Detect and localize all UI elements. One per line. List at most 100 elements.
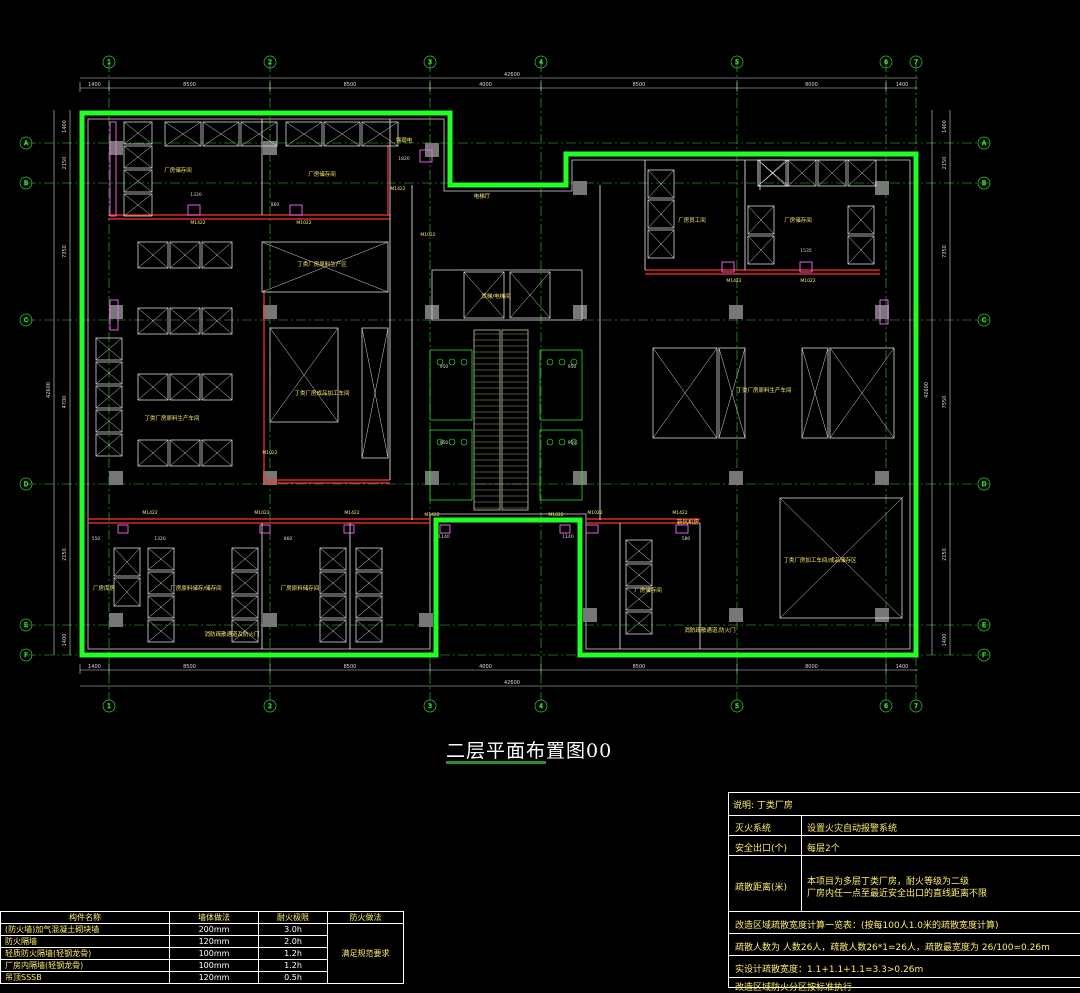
door-tag: M1022 <box>548 512 563 518</box>
axis-letter: A <box>24 140 29 147</box>
storage-rack-cross <box>757 159 787 187</box>
door <box>675 524 689 534</box>
axis-bubble <box>909 699 923 713</box>
storage-rack <box>95 361 123 385</box>
equipment-block <box>652 347 718 439</box>
storage-rack-cross <box>319 595 347 619</box>
notes-key: 灭火系统 <box>735 824 772 834</box>
dim-total: 42600 <box>924 382 930 398</box>
axis-bubble <box>977 136 991 150</box>
axis-bubble <box>879 55 893 69</box>
axis-number: 3 <box>428 59 432 66</box>
axis-letter: C <box>24 317 28 324</box>
room-label: 厂房员工间 <box>678 216 706 224</box>
legend-fire: 2.0h <box>258 935 328 948</box>
dim-tag: 950 <box>440 440 449 446</box>
legend-name: 轻质防火隔墙(轻钢龙骨) <box>0 947 170 960</box>
axis-letter: F <box>982 652 986 659</box>
equipment-block-cross <box>269 327 339 423</box>
storage-rack <box>231 595 259 619</box>
storage-rack-cross <box>137 241 169 269</box>
legend-name: 厂房内隔墙(轻钢龙骨) <box>0 959 170 972</box>
fixture <box>570 438 578 446</box>
dim-tag: 1820 <box>398 156 410 162</box>
axis-bubble <box>19 648 33 662</box>
dim-tag: 950 <box>568 364 577 370</box>
dim-text: 7550 <box>942 396 948 409</box>
axis-number: 5 <box>735 59 739 66</box>
axis-bubble <box>263 699 277 713</box>
axis-bubble <box>977 648 991 662</box>
axis-bubble <box>19 618 33 632</box>
storage-rack-cross <box>123 169 153 193</box>
notes-row: 实设计疏散宽度：1.1+1.1+1.1=3.3>0.26m <box>729 955 1080 975</box>
room-label: 厂房库房 <box>93 584 116 592</box>
storage-rack <box>137 373 169 401</box>
storage-rack-cross <box>787 159 817 187</box>
dim-tag: 550 <box>92 536 101 542</box>
storage-rack-cross <box>202 121 240 147</box>
fixture <box>570 358 578 366</box>
room-label: 丁类厂房原料生产区 <box>297 260 347 268</box>
storage-rack <box>319 595 347 619</box>
axis-number: 7 <box>914 59 918 66</box>
storage-rack <box>355 571 383 595</box>
room-label: 厂房储存间 <box>164 166 192 174</box>
legend-fire: 1.2h <box>258 959 328 972</box>
storage-rack <box>261 241 389 293</box>
axis-bubble <box>19 136 33 150</box>
storage-rack-cross <box>625 611 653 635</box>
door <box>109 121 117 217</box>
storage-rack <box>147 547 175 571</box>
storage-rack <box>123 169 153 193</box>
structural-column <box>419 613 433 627</box>
axis-bubble <box>879 699 893 713</box>
stair-flight <box>501 329 529 511</box>
structural-column <box>583 608 597 622</box>
storage-rack-cross <box>847 235 875 265</box>
storage-rack-cross <box>319 547 347 571</box>
storage-rack <box>355 547 383 571</box>
restroom-block <box>429 349 473 421</box>
storage-rack <box>847 159 877 187</box>
axis-bubble <box>977 618 991 632</box>
door <box>721 261 735 273</box>
dim-text: 4000 <box>479 664 492 670</box>
storage-rack <box>787 159 817 187</box>
storage-rack <box>113 577 141 607</box>
storage-rack-cross <box>201 373 233 401</box>
storage-rack <box>95 385 123 409</box>
storage-rack <box>231 571 259 595</box>
axis-bubble <box>19 477 33 491</box>
axis-bubble <box>909 55 923 69</box>
storage-rack-cross <box>355 571 383 595</box>
storage-rack <box>319 571 347 595</box>
exterior-walls <box>79 110 919 658</box>
dim-text: 2150 <box>62 157 68 170</box>
storage-rack <box>201 241 233 269</box>
dim-total: 42600 <box>46 382 52 398</box>
legend-name: (防火墙)加气混凝土砌块墙 <box>0 923 170 936</box>
equipment-block-cross <box>361 327 389 459</box>
door <box>879 299 889 325</box>
storage-rack <box>625 539 653 563</box>
structural-column <box>109 471 123 485</box>
legend-row: (防火墙)加气混凝土砌块墙 200mm 3.0h 满足规范要求 <box>0 923 404 984</box>
room-label: 丁类厂房加工车间/成品储存区 <box>783 556 857 564</box>
door <box>187 204 201 216</box>
storage-rack <box>355 619 383 643</box>
axis-number: 3 <box>428 703 432 710</box>
room-label: 电梯厅 <box>474 192 491 200</box>
storage-rack-cross <box>147 619 175 643</box>
equipment-block <box>779 497 903 619</box>
structural-column <box>875 181 889 195</box>
dim-text: 8500 <box>183 664 196 670</box>
dim-text: 8500 <box>344 664 357 670</box>
room-label: 消防疏散通道,防火门 <box>684 626 735 634</box>
restroom-block <box>539 349 583 421</box>
notes-value: 实设计疏散宽度：1.1+1.1+1.1=3.3>0.26m <box>735 965 924 975</box>
axis-bubble <box>730 55 744 69</box>
notes-row: 灭火系统 设置火灾自动报警系统 <box>729 815 1080 834</box>
structural-column <box>729 471 743 485</box>
